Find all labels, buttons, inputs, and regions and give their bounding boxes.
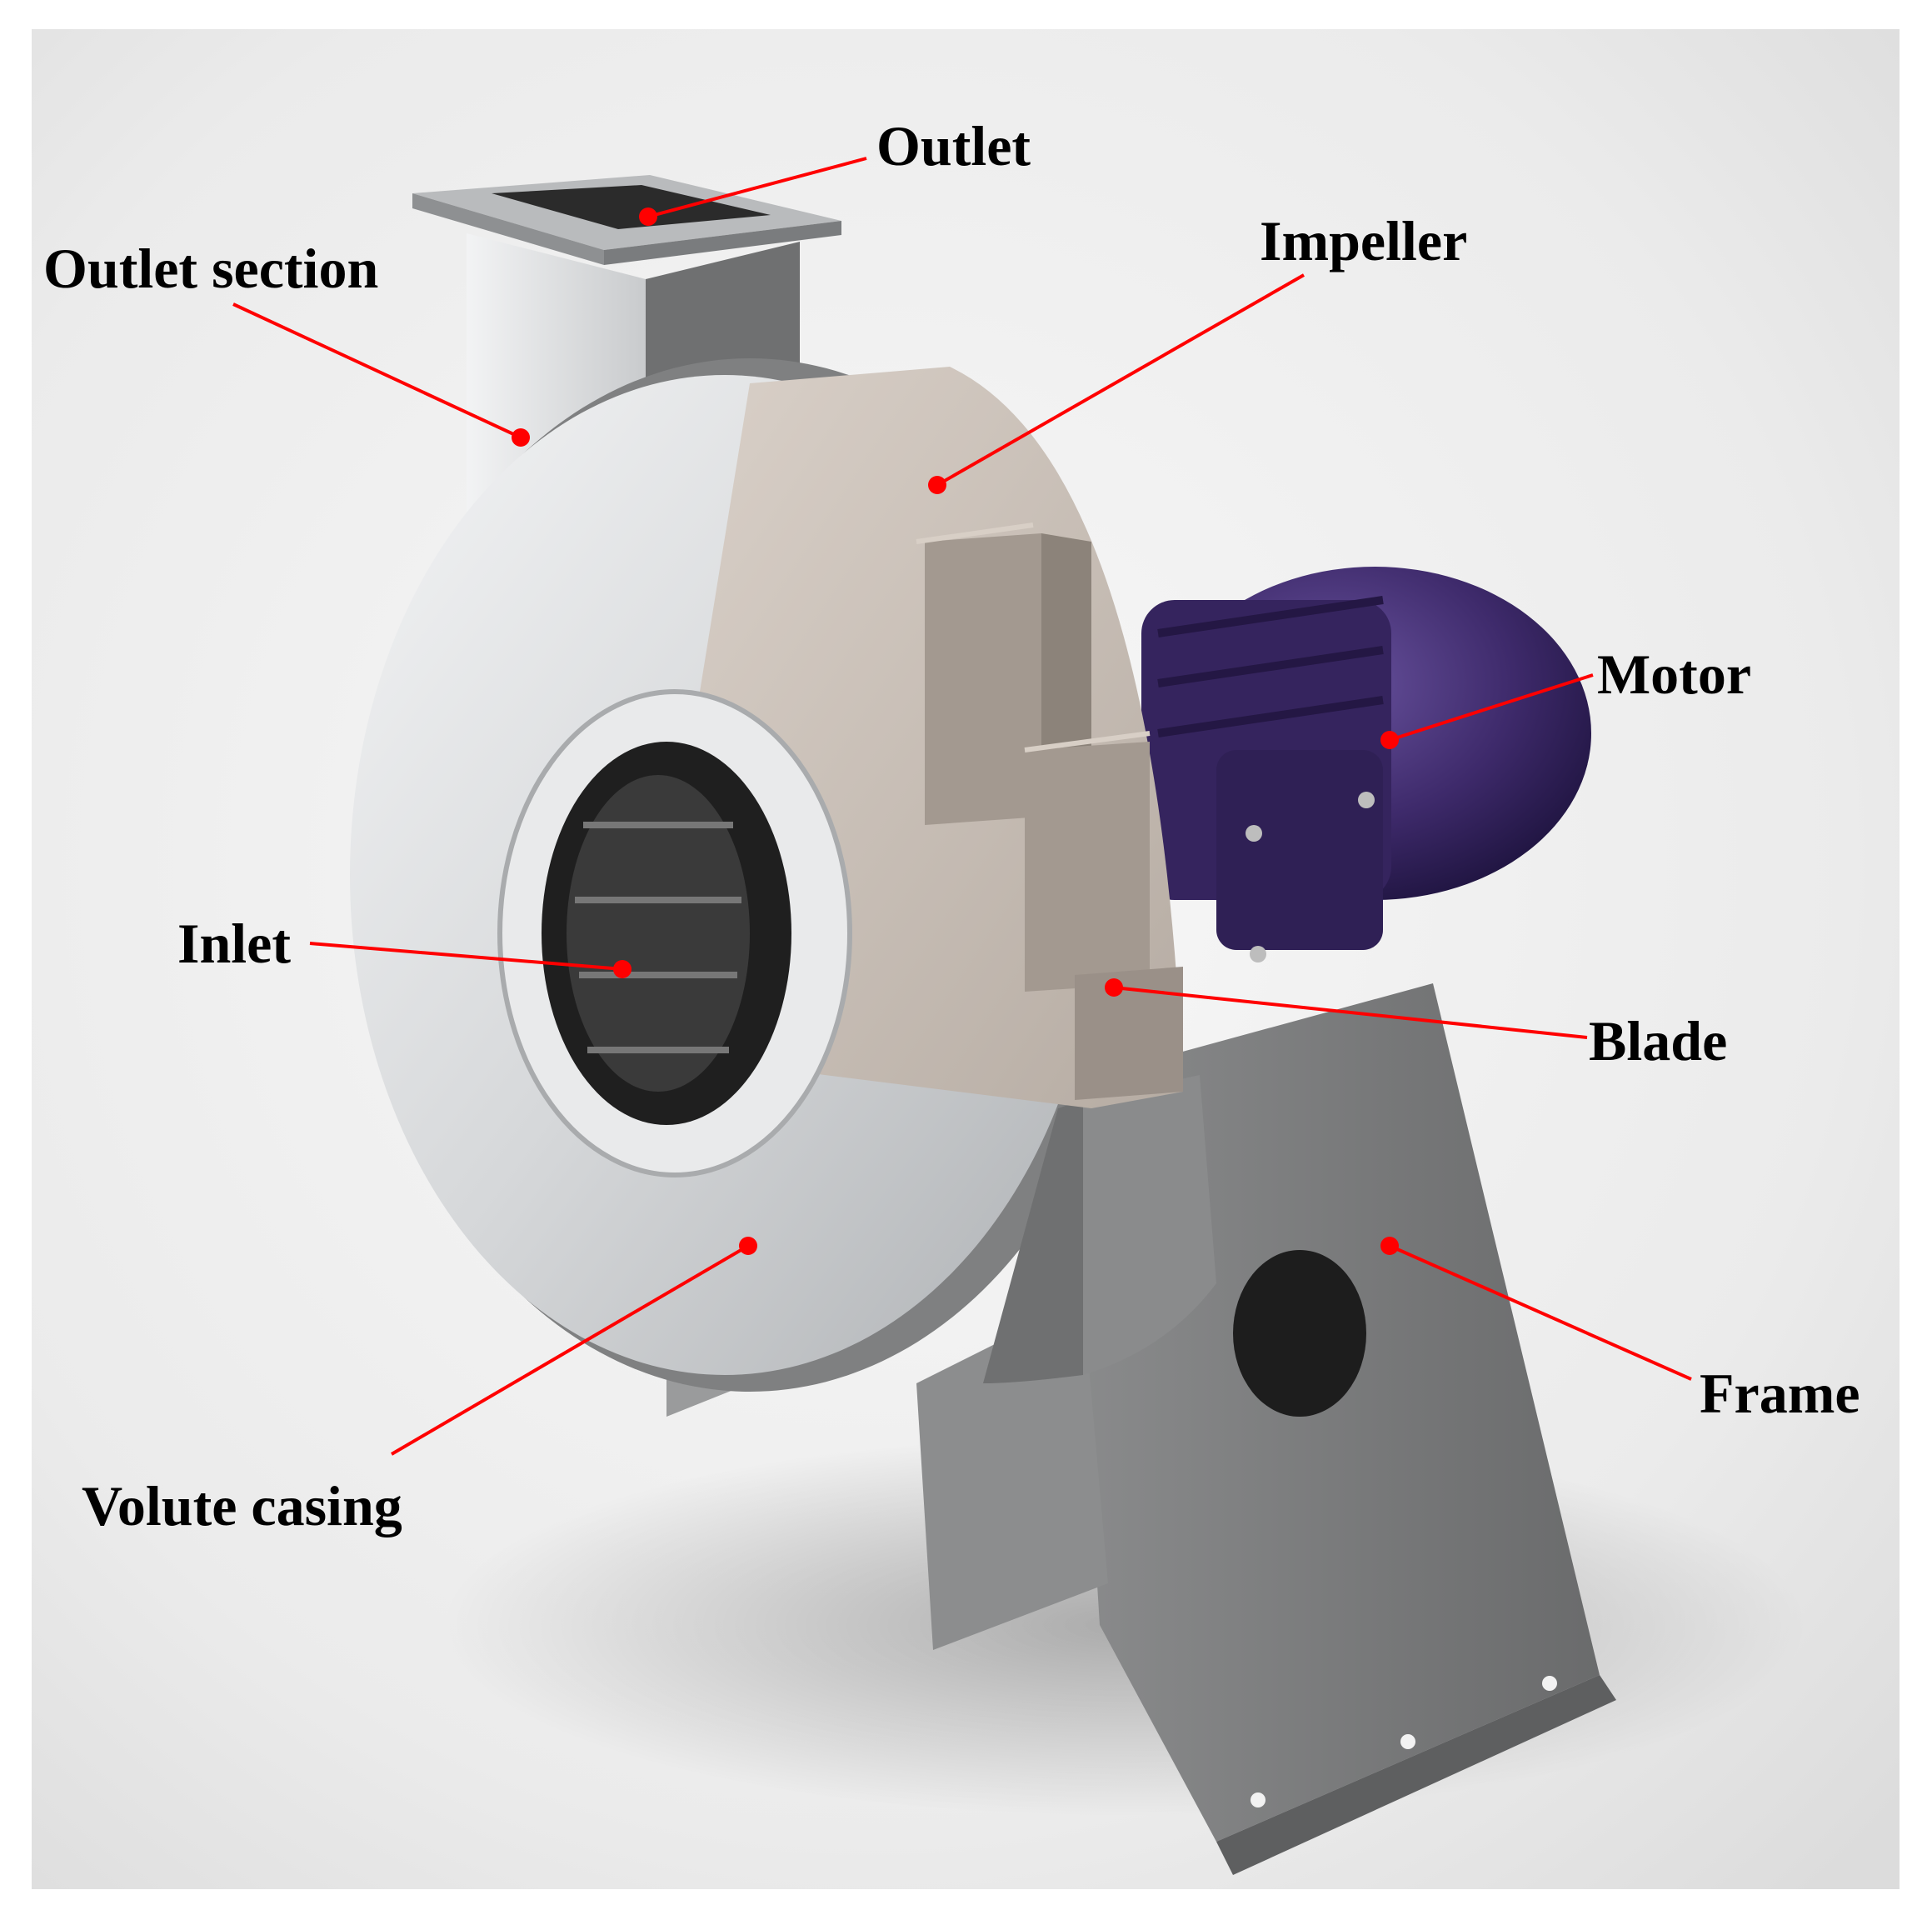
label-outlet-section: Outlet section [43,237,378,300]
labels: Outlet Outlet section Impeller Motor Inl… [43,114,1860,1538]
leader-dot-volute-casing [739,1237,757,1255]
leader-line-impeller [936,273,1305,487]
leader-dot-inlet [613,960,632,978]
label-outlet: Outlet [876,114,1031,178]
leader-dot-outlet [639,208,657,226]
leader-line-inlet [309,942,623,971]
leader-line-blade [1113,986,1588,1039]
inlet-illustration [497,689,852,1178]
leader-dot-motor [1380,731,1399,749]
leader-line-volute-casing [390,1244,750,1456]
leader-dot-impeller [928,476,946,494]
label-motor: Motor [1597,642,1751,706]
label-inlet: Inlet [177,912,291,975]
leader-dots [512,208,1399,1255]
motor-illustration [1141,567,1591,962]
leader-line-motor [1389,673,1594,742]
label-volute-casing: Volute casing [82,1474,402,1538]
leader-line-outlet [647,157,867,218]
leader-dot-outlet-section [512,428,530,447]
leader-dot-frame [1380,1237,1399,1255]
leader-dot-blade [1105,978,1123,997]
leader-line-frame [1389,1244,1692,1381]
label-frame: Frame [1700,1362,1860,1425]
label-blade: Blade [1589,1009,1727,1072]
leader-lines [232,157,1692,1456]
leader-line-outlet-section [232,302,522,439]
label-impeller: Impeller [1260,209,1467,272]
